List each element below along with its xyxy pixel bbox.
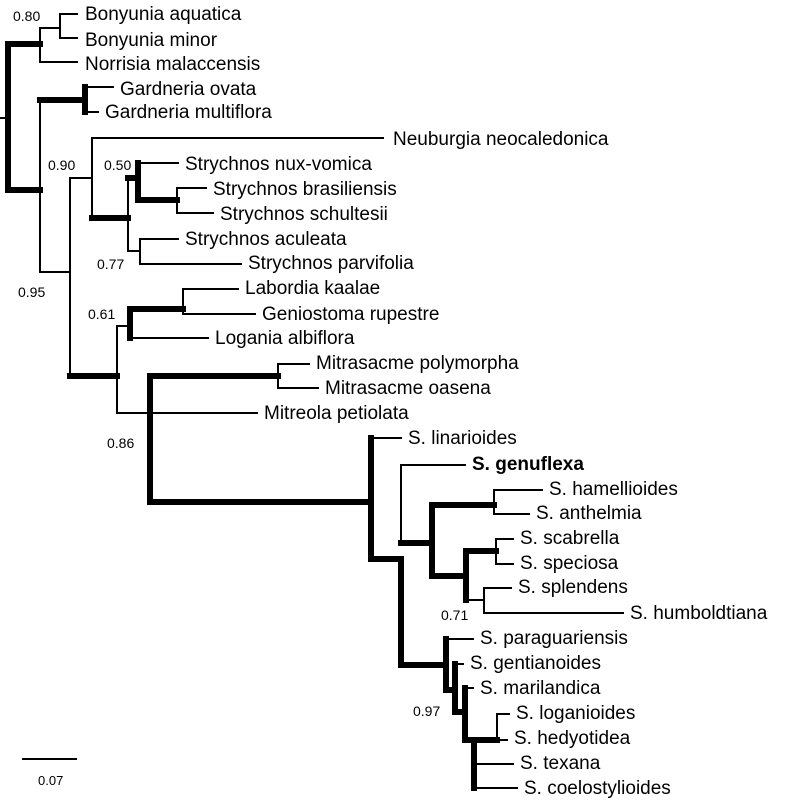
taxon-label: S. splendens bbox=[518, 577, 628, 598]
taxon-label: S. texana bbox=[520, 753, 601, 774]
taxon-label: S. loganioides bbox=[516, 703, 635, 724]
scale-bar: 0.07 bbox=[22, 758, 77, 788]
scale-bar-label: 0.07 bbox=[38, 773, 63, 788]
taxon-label: Neuburgia neocaledonica bbox=[393, 129, 609, 150]
taxon-label: Mitrasacme polymorpha bbox=[316, 353, 519, 374]
taxon-label: S. marilandica bbox=[480, 678, 601, 699]
support-value: 0.77 bbox=[97, 256, 124, 272]
taxon-label: S. hedyotidea bbox=[514, 728, 631, 749]
support-value: 0.95 bbox=[18, 284, 45, 300]
taxon-label: S. coelostylioides bbox=[524, 778, 671, 799]
taxon-label-highlighted: S. genuflexa bbox=[472, 454, 584, 475]
taxon-label: Strychnos schultesii bbox=[220, 204, 388, 225]
taxon-label: S. speciosa bbox=[520, 553, 619, 574]
taxon-label: Strychnos parvifolia bbox=[248, 253, 414, 274]
support-value: 0.97 bbox=[413, 703, 440, 719]
taxon-label: Norrisia malaccensis bbox=[85, 54, 260, 75]
taxon-label: Mitrasacme oasena bbox=[325, 378, 491, 399]
taxon-label: S. scabrella bbox=[520, 528, 620, 549]
taxon-label: Strychnos aculeata bbox=[185, 229, 347, 250]
taxon-label: Gardneria multiflora bbox=[105, 102, 272, 123]
taxon-label: S. gentianoides bbox=[470, 653, 601, 674]
taxon-label: S. anthelmia bbox=[536, 503, 642, 524]
taxon-label: Geniostoma rupestre bbox=[262, 304, 439, 325]
taxon-label: S. linarioides bbox=[408, 428, 517, 449]
support-value: 0.71 bbox=[441, 607, 468, 623]
taxon-labels: Bonyunia aquatica Bonyunia minor Norrisi… bbox=[85, 4, 768, 799]
taxon-label: Logania albiflora bbox=[215, 328, 355, 349]
tree-branches bbox=[0, 13, 624, 791]
taxon-label: Bonyunia aquatica bbox=[85, 4, 242, 25]
support-value: 0.50 bbox=[104, 157, 131, 173]
taxon-label: S. humboldtiana bbox=[630, 603, 768, 624]
support-value: 0.90 bbox=[48, 157, 75, 173]
taxon-label: Gardneria ovata bbox=[120, 79, 257, 100]
taxon-label: S. hamellioides bbox=[549, 479, 678, 500]
taxon-label: Bonyunia minor bbox=[85, 30, 218, 51]
support-value: 0.61 bbox=[88, 306, 115, 322]
taxon-label: Labordia kaalae bbox=[245, 278, 380, 299]
taxon-label: Mitreola petiolata bbox=[264, 403, 409, 424]
taxon-label: Strychnos brasiliensis bbox=[213, 179, 397, 200]
support-value: 0.86 bbox=[107, 435, 134, 451]
taxon-label: S. paraguariensis bbox=[480, 628, 628, 649]
support-values: 0.80 0.90 0.50 0.77 0.95 0.61 0.86 0.71 … bbox=[13, 8, 468, 719]
taxon-label: Strychnos nux-vomica bbox=[185, 154, 372, 175]
support-value: 0.80 bbox=[13, 8, 40, 24]
